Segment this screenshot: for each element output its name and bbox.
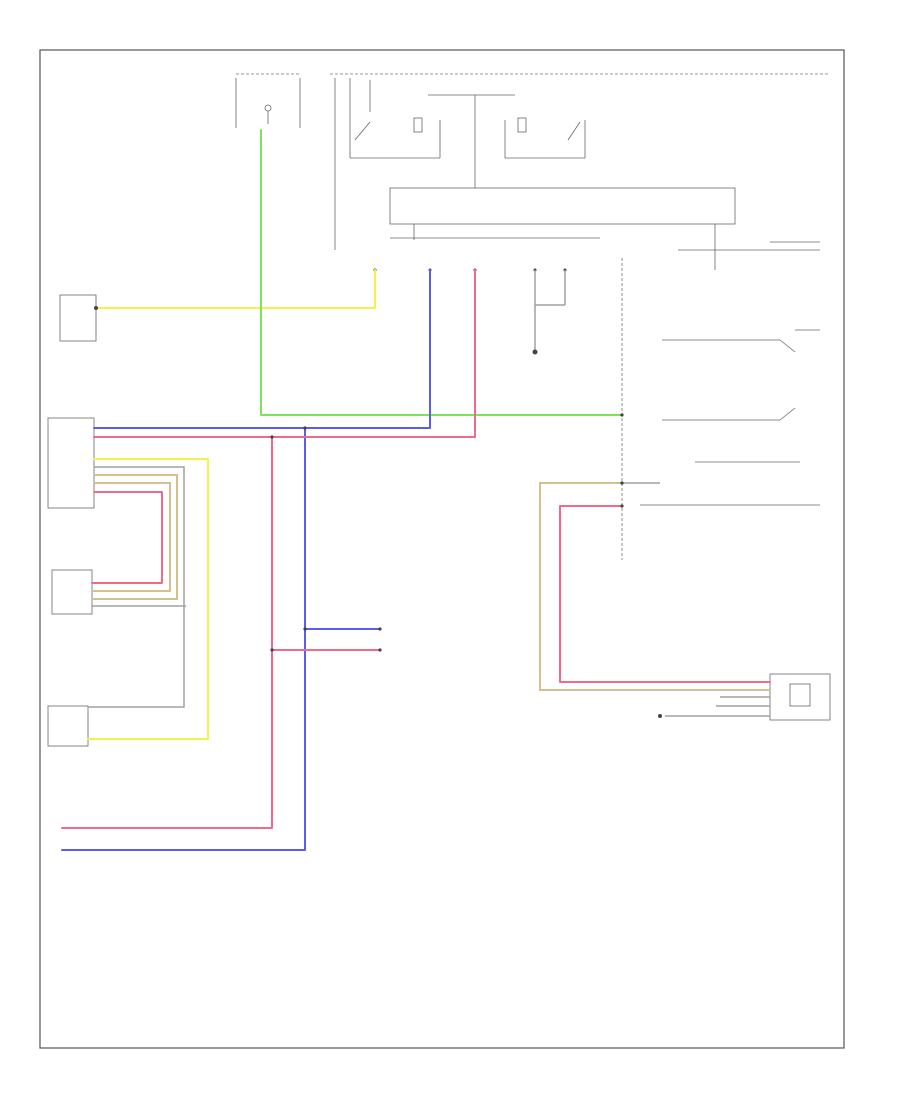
splice-points: [94, 306, 624, 652]
wire-yellow-lower: [87, 458, 209, 740]
wire-pink-branch: [61, 436, 273, 829]
wire-blue-branch: [61, 427, 306, 851]
sensor-top-left: [59, 294, 97, 342]
sensor-left-middle: [51, 569, 93, 615]
ground-right: [658, 714, 662, 718]
switch-left-lower: [47, 705, 89, 747]
wire-green: [260, 129, 623, 416]
module-connector-pins: [373, 268, 567, 272]
connector-left-upper: [47, 417, 95, 509]
control-module: [389, 187, 736, 225]
wire-gray-left-loop: [88, 466, 185, 708]
wire-tan-left-loop-1: [92, 482, 171, 592]
fuse-block-left: [235, 78, 301, 128]
wire-pink-left-loop: [91, 491, 163, 584]
wire-yellow-upper: [95, 269, 376, 309]
wire-blue-main: [93, 269, 431, 429]
right-switch-stack: [621, 241, 820, 560]
diagram-frame: [39, 49, 845, 1049]
wire-pink-main: [93, 269, 476, 438]
relay-block: [334, 78, 586, 250]
wire-pink-right: [559, 505, 771, 683]
wire-tan-left-loop-2: [92, 474, 178, 600]
gauge-right-face: [789, 683, 811, 707]
ground-junction: [532, 270, 566, 355]
wire-tan-right: [539, 482, 770, 691]
